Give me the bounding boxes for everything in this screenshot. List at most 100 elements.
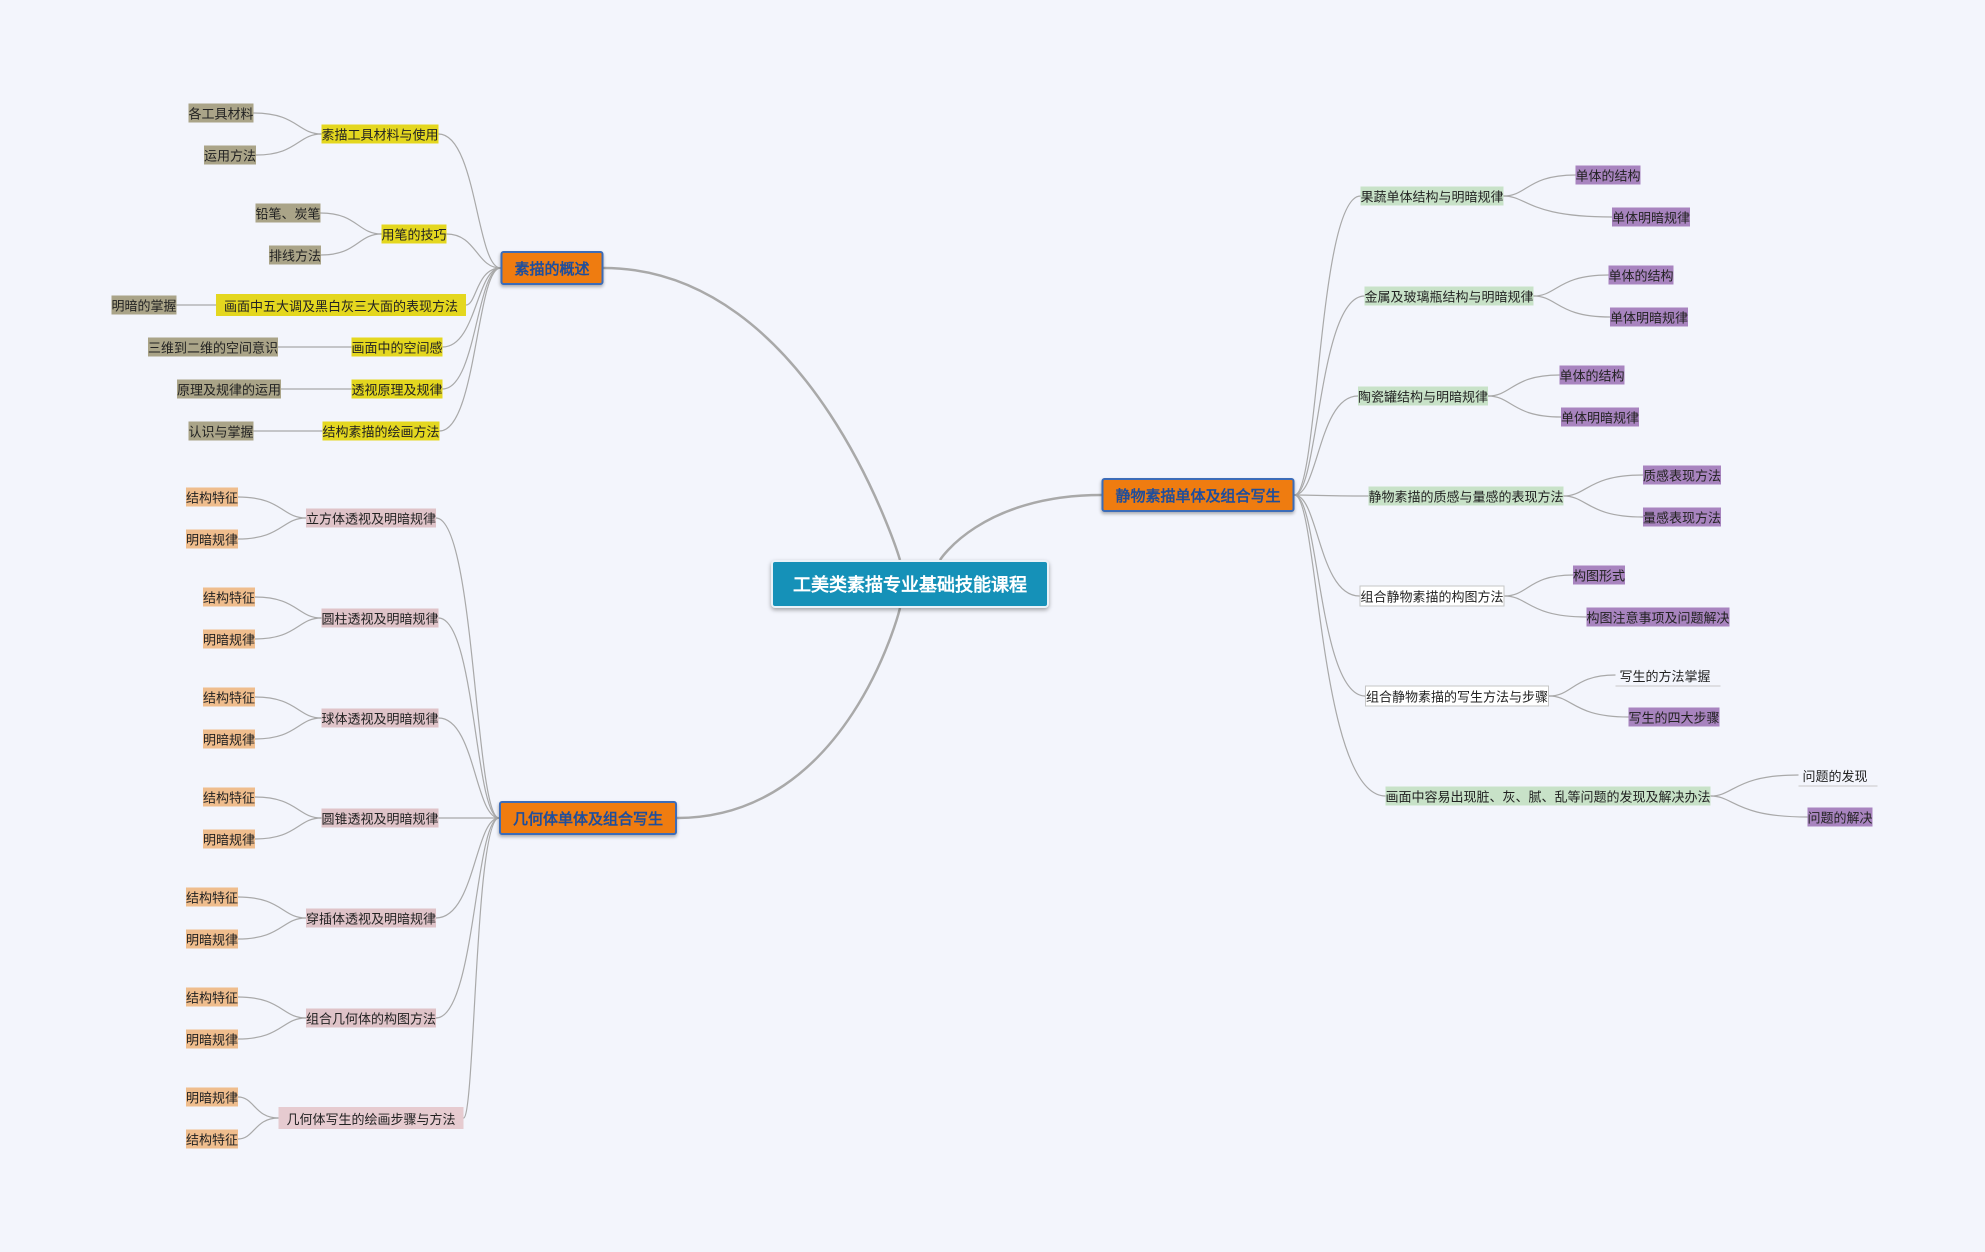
connector-a <box>603 266 902 561</box>
topic-node-a2b[interactable]: 排线方法 <box>268 245 322 265</box>
connector-b1 <box>435 517 500 819</box>
connector-a3 <box>465 267 501 306</box>
connector-c6a <box>1548 674 1616 697</box>
topic-node-b1a[interactable]: 结构特征 <box>185 487 239 507</box>
topic-node-a4a[interactable]: 三维到二维的空间意识 <box>147 337 279 357</box>
topic-node-a1b[interactable]: 运用方法 <box>203 145 257 165</box>
topic-node-b2b[interactable]: 明暗规律 <box>202 629 256 649</box>
topic-node-c7a[interactable]: 问题的发现 <box>1802 769 1868 785</box>
topic-node-b3b[interactable]: 明暗规律 <box>202 729 256 749</box>
connector-c7a <box>1710 774 1799 797</box>
connector-c6 <box>1294 494 1366 697</box>
topic-node-b4a[interactable]: 结构特征 <box>202 787 256 807</box>
topic-node-c3b[interactable]: 单体明暗规律 <box>1560 407 1640 427</box>
topic-node-c4b[interactable]: 量感表现方法 <box>1642 507 1722 527</box>
topic-node-a5a[interactable]: 原理及规律的运用 <box>176 379 282 399</box>
topic-node-a4[interactable]: 画面中的空间感 <box>351 337 443 357</box>
main-branch-c[interactable]: 静物素描单体及组合写生 <box>1101 478 1295 512</box>
topic-node-c2a[interactable]: 单体的结构 <box>1608 265 1674 285</box>
topic-node-b1[interactable]: 立方体透视及明暗规律 <box>305 508 437 528</box>
connector-c1 <box>1294 195 1361 496</box>
connector-b6 <box>435 817 500 1019</box>
main-branch-b[interactable]: 几何体单体及组合写生 <box>498 801 678 835</box>
topic-node-a2[interactable]: 用笔的技巧 <box>381 224 447 244</box>
connector-a4 <box>442 267 501 348</box>
topic-node-b6a[interactable]: 结构特征 <box>185 987 239 1007</box>
topic-node-c6[interactable]: 组合静物素描的写生方法与步骤 <box>1364 685 1550 707</box>
topic-node-c1a[interactable]: 单体的结构 <box>1575 165 1641 185</box>
topic-node-b3[interactable]: 球体透视及明暗规律 <box>321 708 439 728</box>
topic-node-a6a[interactable]: 认识与掌握 <box>188 421 254 441</box>
connector-a5 <box>442 267 501 390</box>
connector-c3b <box>1487 395 1562 418</box>
connector-b6a <box>237 996 307 1019</box>
connector-b7b <box>237 1117 279 1140</box>
connector-b2 <box>438 617 500 819</box>
topic-node-b4b[interactable]: 明暗规律 <box>202 829 256 849</box>
connector-b6b <box>237 1017 307 1040</box>
connector-a1 <box>438 133 501 269</box>
topic-node-b2a[interactable]: 结构特征 <box>202 587 256 607</box>
topic-node-c4a[interactable]: 质感表现方法 <box>1642 465 1722 485</box>
connector-c4a <box>1563 474 1644 497</box>
topic-node-c6a[interactable]: 写生的方法掌握 <box>1619 669 1711 685</box>
connector-c <box>938 493 1102 561</box>
connector-b2b <box>254 617 322 640</box>
topic-node-a3[interactable]: 画面中五大调及黑白灰三大面的表现方法 <box>215 294 467 316</box>
topic-node-c7[interactable]: 画面中容易出现脏、灰、腻、乱等问题的发现及解决办法 <box>1385 786 1711 806</box>
topic-node-c6b[interactable]: 写生的四大步骤 <box>1628 707 1720 727</box>
connector-c5 <box>1294 494 1360 597</box>
connector-c4 <box>1294 494 1369 497</box>
topic-node-b7[interactable]: 几何体写生的绘画步骤与方法 <box>278 1107 464 1129</box>
topic-node-c4[interactable]: 静物素描的质感与量感的表现方法 <box>1368 486 1564 506</box>
connector-c3 <box>1294 395 1359 496</box>
topic-node-a1a[interactable]: 各工具材料 <box>188 103 254 123</box>
main-branch-a[interactable]: 素描的概述 <box>500 251 604 285</box>
topic-node-c1[interactable]: 果蔬单体结构与明暗规律 <box>1360 186 1504 206</box>
connector-a2b <box>320 233 382 256</box>
connector-b <box>676 607 902 820</box>
connector-b1a <box>237 496 307 519</box>
topic-node-c5b[interactable]: 构图注意事项及问题解决 <box>1586 607 1730 627</box>
connector-c3a <box>1487 374 1560 397</box>
connector-b7 <box>462 817 500 1119</box>
connector-c4b <box>1563 495 1644 518</box>
topic-node-a1[interactable]: 素描工具材料与使用 <box>321 124 439 144</box>
topic-node-a2a[interactable]: 铅笔、炭笔 <box>255 203 321 223</box>
connector-c7 <box>1294 494 1386 797</box>
topic-node-c5[interactable]: 组合静物素描的构图方法 <box>1359 585 1505 607</box>
topic-node-b5[interactable]: 穿插体透视及明暗规律 <box>305 908 437 928</box>
topic-node-b2[interactable]: 圆柱透视及明暗规律 <box>321 608 439 628</box>
connector-c2 <box>1294 295 1365 496</box>
topic-node-b4[interactable]: 圆锥透视及明暗规律 <box>321 808 439 828</box>
topic-node-b1b[interactable]: 明暗规律 <box>185 529 239 549</box>
connector-b5 <box>435 817 500 919</box>
topic-node-b3a[interactable]: 结构特征 <box>202 687 256 707</box>
connector-b2a <box>254 596 322 619</box>
connector-a2 <box>446 233 501 269</box>
topic-node-b7a[interactable]: 明暗规律 <box>185 1087 239 1107</box>
topic-node-c3[interactable]: 陶瓷罐结构与明暗规律 <box>1357 386 1489 406</box>
connector-b3 <box>438 717 500 819</box>
connector-c5a <box>1504 574 1574 597</box>
connector-b1b <box>237 517 307 540</box>
topic-node-b6b[interactable]: 明暗规律 <box>185 1029 239 1049</box>
topic-node-c7b[interactable]: 问题的解决 <box>1807 807 1873 827</box>
topic-node-a5[interactable]: 透视原理及规律 <box>351 379 443 399</box>
topic-node-a3a[interactable]: 明暗的掌握 <box>111 295 177 315</box>
topic-node-c3a[interactable]: 单体的结构 <box>1559 365 1625 385</box>
topic-node-b5a[interactable]: 结构特征 <box>185 887 239 907</box>
topic-node-c2[interactable]: 金属及玻璃瓶结构与明暗规律 <box>1364 286 1534 306</box>
topic-node-b5b[interactable]: 明暗规律 <box>185 929 239 949</box>
topic-node-c2b[interactable]: 单体明暗规律 <box>1609 307 1689 327</box>
topic-node-c5a[interactable]: 构图形式 <box>1572 565 1626 585</box>
connector-a1a <box>253 112 322 135</box>
connector-c2a <box>1533 274 1609 297</box>
topic-node-b7b[interactable]: 结构特征 <box>185 1129 239 1149</box>
connector-c1a <box>1503 174 1576 197</box>
topic-node-b6[interactable]: 组合几何体的构图方法 <box>305 1008 437 1028</box>
topic-node-c1b[interactable]: 单体明暗规律 <box>1611 207 1691 227</box>
central-topic[interactable]: 工美类素描专业基础技能课程 <box>771 560 1049 608</box>
topic-node-a6[interactable]: 结构素描的绘画方法 <box>322 421 440 441</box>
